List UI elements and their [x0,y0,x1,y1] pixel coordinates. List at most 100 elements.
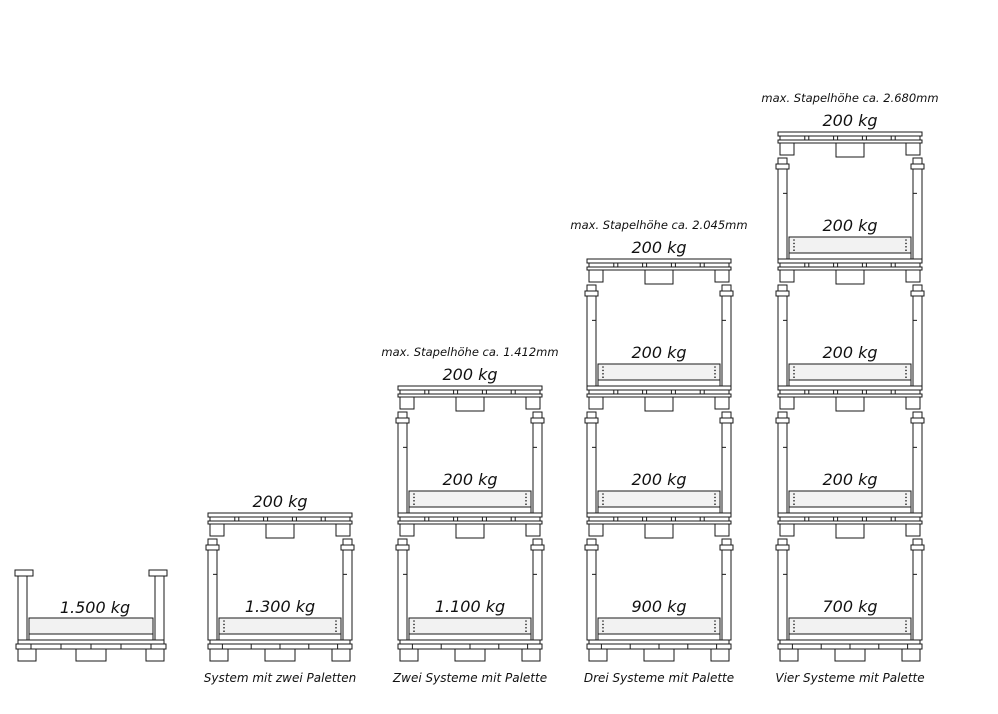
deck-center-block [644,396,674,412]
deck-slat [865,516,892,522]
deck-slat [703,516,730,522]
deck-corner-block [905,142,921,156]
rivet [905,620,907,622]
top-load-label: 200 kg [631,238,686,257]
frame-post-left [777,284,788,387]
deck-slat [779,389,806,395]
deck-slat [514,516,541,522]
post-coupling [910,163,925,170]
deck-corner-block [714,396,730,410]
frame-post-left [777,538,788,641]
frame-post-right [912,411,923,514]
level-weight-label: 1.300 kg [245,597,315,616]
foot-center [454,648,486,662]
rivet [525,496,527,499]
rivet [714,369,716,372]
top-load-label: 200 kg [822,111,877,130]
post-coupling [775,163,790,170]
panel-rail [408,506,532,514]
rivet [905,239,907,241]
deck-slat [324,516,351,522]
base-unit: 1.500 kg [14,569,168,662]
level-weight-label: 1.100 kg [435,597,505,616]
rivet [223,627,225,629]
column-caption: System mit zwei Paletten [204,671,356,685]
rivet [602,493,604,495]
level-weight-label: 200 kg [631,343,686,362]
column-caption: Zwei Systeme mit Palette [392,671,547,685]
rivet [793,496,795,499]
deck-slat [703,262,730,268]
rivet [714,373,716,375]
rivet [905,249,907,251]
deck-slat [837,389,863,395]
deck-slat [865,389,892,395]
deck-slat [894,135,921,141]
panel-rail [597,633,721,641]
deck-slat [779,516,806,522]
rivet [413,500,415,502]
post-coupling [719,417,734,424]
frame-post-right [721,284,732,387]
base-post-right [154,571,165,641]
deck-slat [514,389,541,395]
deck-corner-block [588,396,604,410]
deck-corner-block [779,269,795,283]
post-coupling [340,544,355,551]
deck-slat [779,135,806,141]
panel-rail [788,252,912,260]
post-coupling [775,544,790,551]
rivet [905,630,907,632]
rivet [335,627,337,629]
rivet [905,493,907,495]
foot-left [399,648,419,662]
rivet [223,630,225,632]
rivet [714,630,716,632]
post-coupling [205,544,220,551]
frame-post-left [777,157,788,260]
frame-post-right [912,157,923,260]
rivet [714,500,716,502]
post-coupling [910,544,925,551]
rivet [905,500,907,502]
foot-left [17,648,37,662]
deck-slat [894,389,921,395]
post-coupling [530,417,545,424]
frame-post-right [532,538,543,641]
frame-post-right [342,538,353,641]
deck-corner-block [714,523,730,537]
deck-slat [485,516,512,522]
rivet [525,623,527,626]
load-panel [408,490,532,508]
rivet [793,493,795,495]
floor-board [588,639,730,645]
level-weight-label: 900 kg [631,597,686,616]
rivet [525,500,527,502]
load-panel [597,617,721,635]
deck-slat [837,135,863,141]
panel-rail [408,633,532,641]
floor-board [399,639,541,645]
foot-left [779,648,799,662]
foot-right [710,648,730,662]
deck-center-block [455,396,485,412]
deck-top-board [777,512,923,518]
post-coupling [395,417,410,424]
load-panel [408,617,532,635]
level-weight-label: 200 kg [822,470,877,489]
load-panel [788,236,912,254]
deck-slat [295,516,322,522]
base-panel [28,617,154,635]
foot-right [331,648,351,662]
deck-slat [703,389,730,395]
post-coupling [775,290,790,297]
rivet [602,630,604,632]
top-load-label: 200 kg [252,492,307,511]
level-weight-label: 200 kg [822,216,877,235]
deck-center-block [835,396,865,412]
deck-slat [808,135,835,141]
post-coupling [910,417,925,424]
rivet [905,503,907,506]
